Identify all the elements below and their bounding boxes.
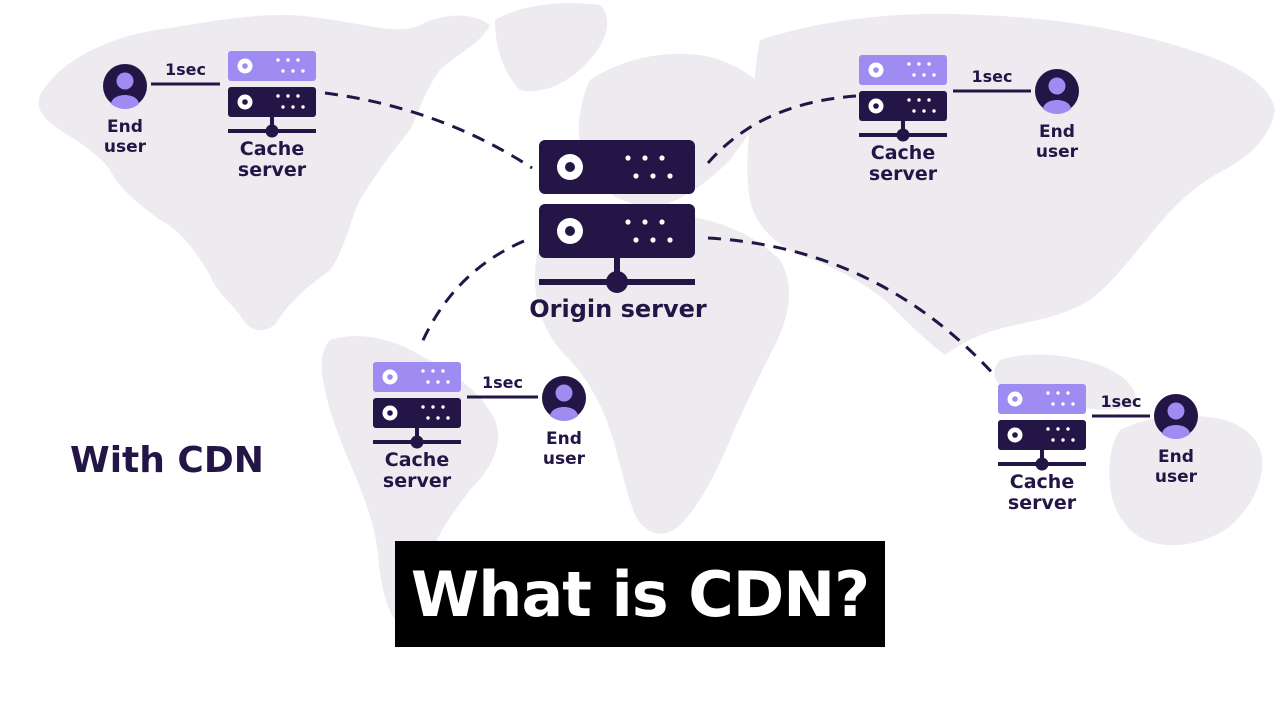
connection-ne [706,94,857,164]
end-user-label-line2: user [1155,467,1198,487]
continent-africa [535,213,790,534]
connection-sa [418,239,525,348]
cache-server-icon [998,384,1086,471]
end-user-icon [103,64,147,110]
cache-server-icon [859,55,947,142]
end-user-label-line1: End [107,117,143,137]
cache-server-icon [373,362,461,449]
connection-se [707,236,999,380]
cache-server-icon [228,51,316,138]
server-unit [228,51,316,81]
end-user-label-line2: user [104,137,147,157]
server-unit [373,362,461,392]
connection-nw [324,91,533,170]
origin-server: Origin server [529,140,707,323]
cache-server-label-line1: Cache [385,449,449,471]
latency-label: 1sec [1101,392,1142,411]
server-unit [228,87,316,117]
server-unit [859,91,947,121]
latency-label: 1sec [165,60,206,79]
end-user-label-line2: user [543,449,586,469]
origin-server-label: Origin server [529,295,707,323]
server-unit [998,384,1086,414]
end-user-label-line1: End [546,429,582,449]
end-user-icon [1035,69,1079,115]
continent-north-america [38,15,491,331]
end-user-label-line1: End [1039,122,1075,142]
end-user-icon [542,376,586,422]
server-unit [373,398,461,428]
caption-banner: What is CDN? [395,541,885,647]
end-user-label-line2: user [1036,142,1079,162]
with-cdn-heading: With CDN [70,440,264,481]
latency-label: 1sec [482,373,523,392]
caption-title: What is CDN? [410,557,870,631]
cache-server-label-line2: server [869,163,938,185]
end-user-icon [1154,394,1198,440]
continent-australia [1109,415,1263,546]
continent-asia [747,13,1275,355]
continent-greenland [495,3,608,92]
cache-server-label-line1: Cache [871,142,935,164]
server-unit [998,420,1086,450]
cache-server-label-line1: Cache [1010,471,1074,493]
cache-server-label-line2: server [238,159,307,181]
cache-server-label-line2: server [383,470,452,492]
end-user-label-line1: End [1158,447,1194,467]
cache-server-label-line1: Cache [240,138,304,160]
server-unit [859,55,947,85]
origin-server-icon [539,140,695,293]
latency-label: 1sec [972,67,1013,86]
cache-server-label-line2: server [1008,492,1077,514]
connections [324,91,999,380]
